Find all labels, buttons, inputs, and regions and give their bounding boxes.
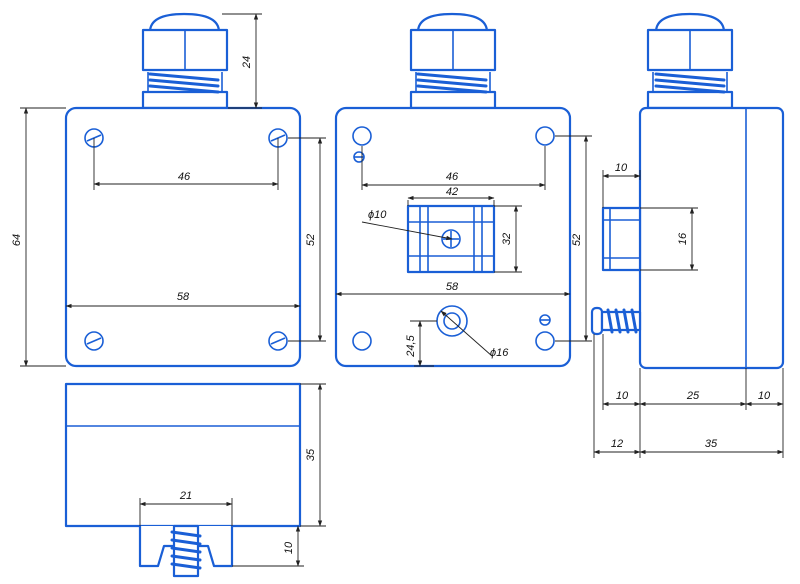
back-dim-42: 42 bbox=[407, 186, 495, 206]
front-dim-46-text: 46 bbox=[178, 171, 191, 183]
back-dim-52: 52 bbox=[555, 135, 592, 342]
side-housing bbox=[638, 106, 785, 370]
side-dim-16-text: 16 bbox=[677, 232, 689, 245]
front-dim-64-text: 64 bbox=[11, 234, 23, 246]
back-cable-gland bbox=[409, 12, 497, 110]
side-cable-gland bbox=[646, 12, 734, 110]
bottom-dim-21-text: 21 bbox=[179, 490, 192, 502]
back-dim-58-text: 58 bbox=[446, 281, 459, 293]
side-view: 10 16 10 25 10 12 35 bbox=[590, 12, 785, 458]
side-dim-35-text: 35 bbox=[705, 438, 718, 450]
side-dim-total: 12 35 bbox=[593, 334, 784, 458]
front-dim-52: 52 bbox=[288, 137, 326, 342]
front-view: 24 64 46 58 52 bbox=[11, 12, 326, 368]
back-dim-32-text: 32 bbox=[501, 233, 513, 245]
bottom-dim-10: 10 bbox=[232, 525, 304, 567]
bottom-dim-10-text: 10 bbox=[283, 541, 295, 554]
back-view: 46 42 ϕ10 32 52 58 bbox=[334, 12, 592, 368]
back-dim-24-5-text: 24,5 bbox=[405, 334, 417, 357]
side-dim-10-left-text: 10 bbox=[616, 390, 629, 402]
bottom-dim-35-text: 35 bbox=[305, 448, 317, 461]
back-dim-24-5: 24,5 bbox=[405, 320, 437, 367]
front-housing bbox=[64, 106, 302, 368]
side-dim-12-text: 12 bbox=[611, 438, 623, 450]
bottom-view: 35 21 10 bbox=[64, 382, 326, 578]
side-dim-16: 16 bbox=[640, 207, 698, 271]
side-dim-10-right-text: 10 bbox=[758, 390, 771, 402]
side-screw bbox=[590, 306, 642, 336]
front-dim-52-text: 52 bbox=[305, 234, 317, 246]
front-dim-58-text: 58 bbox=[177, 291, 190, 303]
front-dim-58: 58 bbox=[65, 291, 301, 309]
back-dim-phi16-text: ϕ16 bbox=[490, 347, 509, 359]
front-dim-24-text: 24 bbox=[241, 56, 253, 69]
back-dim-46: 46 bbox=[361, 146, 546, 190]
back-holes bbox=[352, 126, 555, 351]
back-dim-52-text: 52 bbox=[571, 234, 583, 246]
front-dim-46: 46 bbox=[93, 138, 279, 190]
bottom-dim-21: 21 bbox=[139, 490, 233, 526]
front-dim-64: 64 bbox=[11, 107, 66, 367]
back-dim-46-text: 46 bbox=[446, 171, 459, 183]
front-cable-gland bbox=[141, 12, 229, 110]
bottom-bracket bbox=[138, 524, 234, 578]
bottom-housing bbox=[64, 382, 302, 528]
front-dim-24: 24 bbox=[222, 13, 262, 109]
side-dim-row: 10 25 10 bbox=[602, 334, 784, 458]
side-dim-10-top-text: 10 bbox=[615, 162, 628, 174]
side-mounting-plate bbox=[601, 206, 642, 272]
back-dim-phi10-text: ϕ10 bbox=[368, 209, 387, 221]
back-dim-phi16: ϕ16 bbox=[440, 310, 509, 359]
back-dim-32: 32 bbox=[494, 205, 522, 273]
back-dim-42-text: 42 bbox=[446, 186, 458, 198]
back-dim-phi10: ϕ10 bbox=[361, 209, 453, 241]
bottom-dim-35: 35 bbox=[300, 383, 326, 527]
back-dim-58: 58 bbox=[335, 281, 571, 297]
side-dim-10-top: 10 bbox=[602, 162, 641, 208]
side-dim-25-text: 25 bbox=[686, 390, 700, 402]
